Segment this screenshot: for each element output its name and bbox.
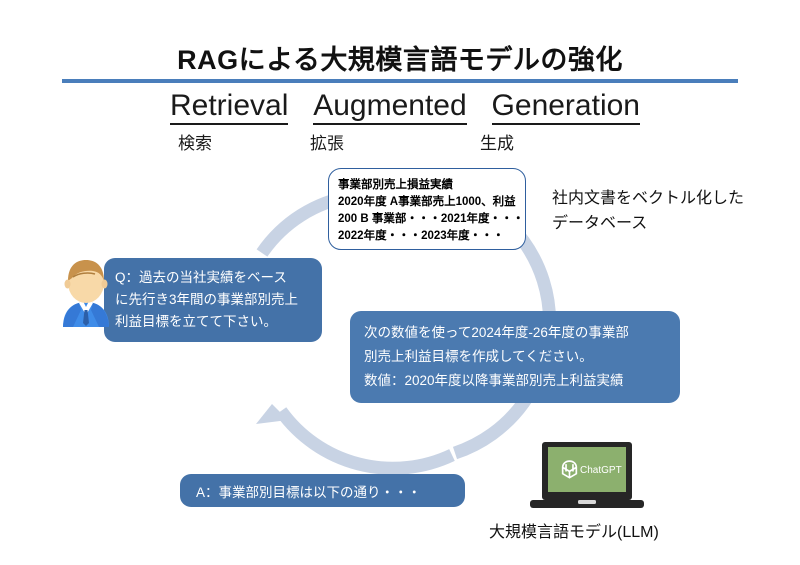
- user-avatar: [63, 260, 109, 327]
- llm-laptop: ChatGPT: [530, 442, 644, 508]
- prompt-bubble: 次の数値を使って2024年度-26年度の事業部 別売上利益目標を作成してください…: [350, 311, 680, 403]
- db-line-4: 2022年度・・・2023年度・・・: [338, 230, 505, 242]
- rag-words-row: Retrieval Augmented Generation: [170, 90, 640, 125]
- db-line-3: 200 B 事業部・・・2021年度・・・: [338, 213, 524, 225]
- page-title: RAGによる大規模言語モデルの強化: [177, 45, 623, 75]
- gloss-augmented: 拡張: [310, 134, 344, 153]
- chatgpt-screen-label: ChatGPT: [580, 465, 622, 476]
- db-line-2: 2020年度 A事業部売上1000、利益: [338, 196, 516, 208]
- database-caption-line-1: 社内文書をベクトル化した: [552, 190, 745, 207]
- prompt-line-1: 次の数値を使って2024年度-26年度の事業部: [364, 325, 629, 340]
- rag-word-augmented: Augmented: [313, 90, 467, 125]
- answer-bubble: A：事業部別目標は以下の通り・・・: [180, 474, 465, 507]
- db-line-1: 事業部別売上損益実績: [338, 179, 453, 191]
- generation-arrow: [256, 404, 455, 475]
- database-caption-line-2: データベース: [552, 215, 648, 232]
- question-line-1: Q：過去の当社実績をベース: [115, 270, 287, 285]
- rag-word-generation: Generation: [491, 90, 640, 125]
- llm-caption: 大規模言語モデル(LLM): [489, 524, 659, 541]
- question-bubble: Q：過去の当社実績をベース に先行き3年間の事業部別売上 利益目標を立てて下さい…: [104, 258, 322, 342]
- database-caption: 社内文書をベクトル化した データベース: [552, 186, 744, 236]
- prompt-line-3: 数値：2020年度以降事業部別売上利益実績: [364, 373, 624, 388]
- title-divider: [62, 79, 738, 83]
- gloss-generation: 生成: [480, 134, 514, 153]
- answer-line-1: A：事業部別目標は以下の通り・・・: [196, 485, 422, 500]
- gloss-retrieval: 検索: [178, 134, 212, 153]
- vector-database-box: 事業部別売上損益実績 2020年度 A事業部売上1000、利益 200 B 事業…: [328, 168, 526, 250]
- question-line-3: 利益目標を立てて下さい。: [115, 314, 277, 329]
- rag-word-retrieval: Retrieval: [170, 90, 289, 125]
- prompt-line-2: 別売上利益目標を作成してください。: [364, 349, 593, 364]
- question-line-2: に先行き3年間の事業部別売上: [115, 292, 299, 307]
- chatgpt-logo-icon: [561, 460, 578, 479]
